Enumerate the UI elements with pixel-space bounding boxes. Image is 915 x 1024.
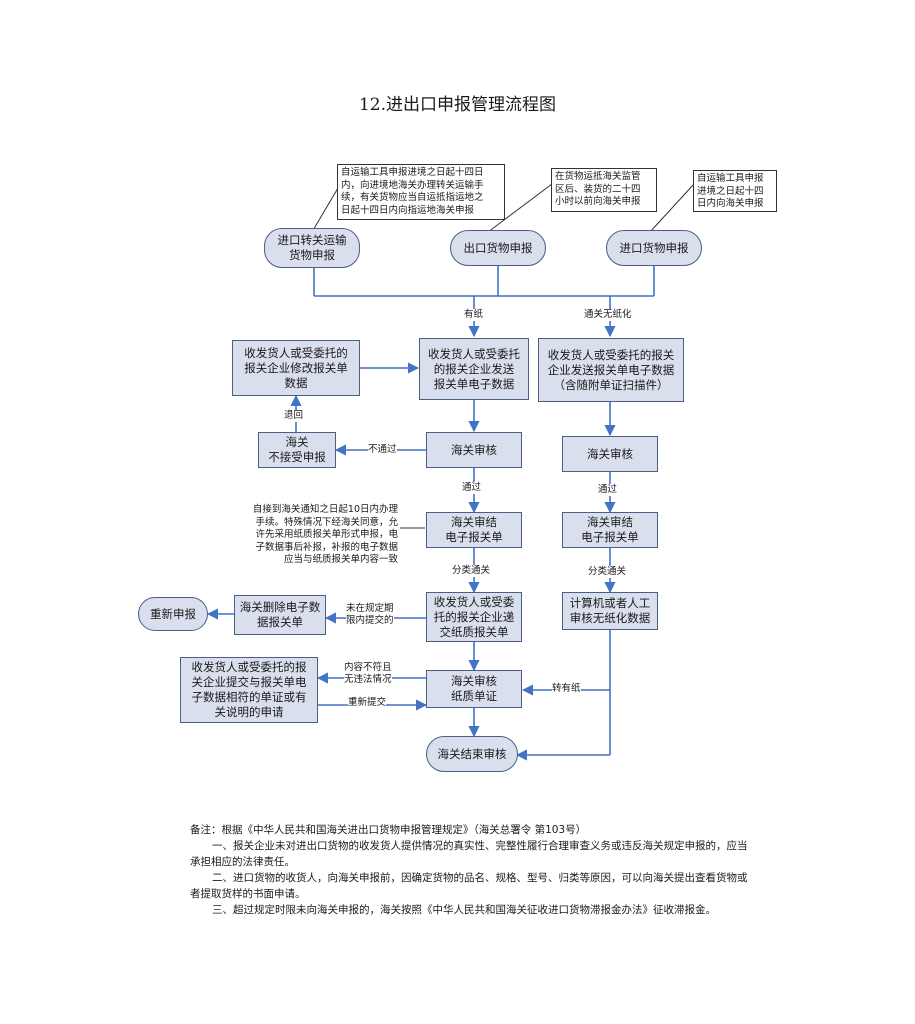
node-review-paperless: 海关审核 (562, 436, 658, 472)
label-overdue: 未在规定期 限内提交的 (346, 603, 394, 627)
note-submission-deadline: 自接到海关通知之日起10日内办理 手续。特殊情况下经海关同意，允 许先采用纸质报… (252, 504, 398, 565)
remarks-item-2: 二、进口货物的收货人，向海关申报前，因确定货物的品名、规格、型号、归类等原因，可… (190, 872, 748, 900)
node-modify-data: 收发货人或受委托的 报关企业修改报关单 数据 (232, 340, 360, 396)
note-leaders (311, 183, 695, 529)
label-pass-paperless: 通过 (598, 484, 618, 496)
label-classify-paper: 分类通关 (452, 565, 491, 577)
label-returned: 退回 (284, 410, 304, 422)
node-submit-paper: 收发货人或受委 托的报关企业递 交纸质报关单 (426, 592, 522, 642)
node-import-declare: 进口货物申报 (606, 230, 702, 266)
node-redeclare: 重新申报 (138, 597, 208, 631)
node-paper-review: 海关审核 纸质单证 (426, 670, 522, 708)
label-pass-paper: 通过 (462, 482, 482, 494)
note-transit-deadline: 自运输工具申报进境之日起十四日 内，向进境地海关办理转关运输手 续，有关货物应当… (337, 164, 505, 220)
label-paperless: 通关无纸化 (584, 309, 632, 321)
page-title: 12.进出口申报管理流程图 (358, 95, 557, 115)
remarks-item-1: 一、报关企业未对进出口货物的收发货人提供情况的真实性、完整性履行合理审查义务或违… (190, 840, 748, 868)
node-conclude-paperless: 海关审结 电子报关单 (562, 512, 658, 548)
remarks-item-3: 三、超过规定时限未向海关申报的，海关按照《中华人民共和国海关征收进口货物滞报金办… (212, 904, 716, 916)
label-paper: 有纸 (464, 309, 484, 321)
remarks: 备注：根据《中华人民共和国海关进出口货物申报管理规定》（海关总署令 第103号）… (190, 822, 750, 918)
label-to-paper: 转有纸 (552, 683, 581, 695)
label-classify-paperless: 分类通关 (588, 566, 627, 578)
node-send-data-paperless: 收发货人或受委托的报关 企业发送报关单电子数据 （含随附单证扫描件） (538, 338, 684, 402)
label-mismatch: 内容不符且 无违法情况 (344, 662, 392, 686)
remarks-basis: 备注：根据《中华人民共和国海关进出口货物申报管理规定》（海关总署令 第103号） (190, 824, 587, 836)
node-export-declare: 出口货物申报 (450, 230, 546, 266)
node-explain: 收发货人或受委托的报 关企业提交与报关单电 子数据相符的单证或有 关说明的申请 (180, 657, 318, 723)
node-conclude: 海关审结 电子报关单 (426, 512, 522, 548)
note-export-deadline: 在货物运抵海关监管 区后、装货的二十四 小时以前向海关申报 (551, 168, 657, 212)
label-fail: 不通过 (368, 444, 397, 456)
node-delete-data: 海关删除电子数 据报关单 (234, 595, 326, 635)
node-review: 海关审核 (426, 432, 522, 468)
node-send-data: 收发货人或受委托 的报关企业发送 报关单电子数据 (419, 338, 529, 400)
node-transit-declare: 进口转关运输 货物申报 (264, 228, 360, 268)
node-reject: 海关 不接受申报 (258, 432, 336, 468)
node-computer-review: 计算机或者人工 审核无纸化数据 (562, 592, 658, 630)
node-end: 海关结束审核 (426, 736, 518, 772)
note-import-deadline: 自运输工具申报 进境之日起十四 日内向海关申报 (693, 170, 777, 212)
label-resubmit: 重新提交 (348, 697, 387, 709)
